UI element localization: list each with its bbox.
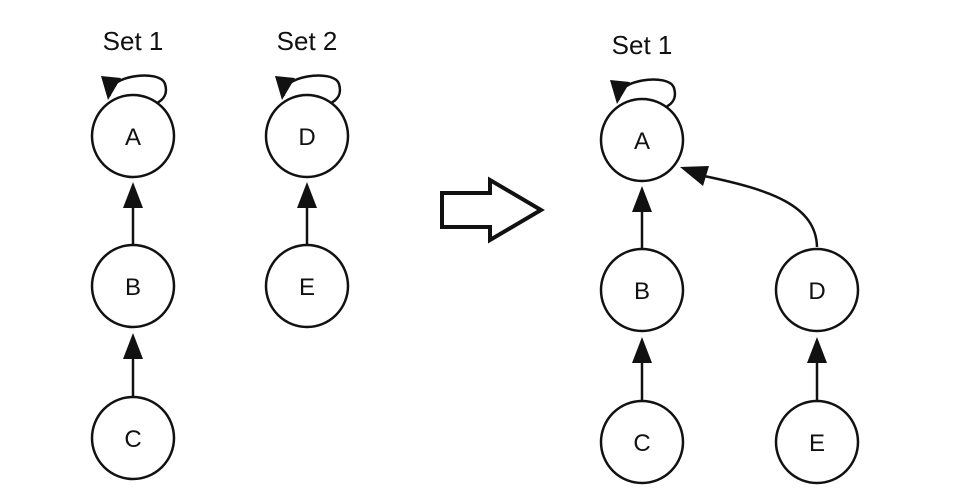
node-c: C [90, 395, 176, 481]
merged-node-d-label: D [808, 278, 825, 305]
merged-node-a-label: A [634, 128, 650, 155]
edge-b-a-merged-arrowhead [632, 186, 652, 212]
before-panel: Set 1 Set 2 A B C D [90, 26, 350, 481]
merged-node-c-label: C [633, 430, 650, 457]
self-loop-a-arrowhead [101, 76, 121, 100]
edge-d-a-merged-arrowhead [680, 166, 709, 186]
merged-set-1-label: Set 1 [612, 30, 673, 60]
node-a-label: A [125, 124, 141, 151]
merged-node-b-label: B [634, 278, 650, 305]
node-e-label: E [299, 274, 315, 301]
merged-node-c: C [599, 399, 685, 485]
right-arrow-icon [440, 176, 545, 244]
edge-b-a-arrowhead [123, 182, 143, 208]
node-d-label: D [298, 124, 315, 151]
merged-node-e-label: E [809, 430, 825, 457]
edge-c-b-arrowhead [123, 333, 143, 359]
after-panel: Set 1 A B C D E [599, 30, 860, 485]
edge-c-b-merged-arrowhead [632, 337, 652, 363]
node-b: B [90, 243, 176, 329]
set-1-label: Set 1 [103, 26, 164, 56]
set-2-label: Set 2 [277, 26, 338, 56]
node-e: E [264, 243, 350, 329]
merged-node-e: E [774, 399, 860, 485]
self-loop-a-merged-arrowhead [610, 80, 630, 104]
self-loop-d-arrowhead [275, 76, 295, 100]
node-d: D [264, 93, 350, 179]
merged-node-d: D [774, 247, 860, 333]
edge-e-d-arrowhead [297, 182, 317, 208]
node-a: A [90, 93, 176, 179]
edge-e-d-merged-arrowhead [807, 337, 827, 363]
node-c-label: C [124, 426, 141, 453]
node-b-label: B [125, 274, 141, 301]
merged-node-b: B [599, 247, 685, 333]
edge-d-a-merged [703, 174, 819, 248]
merged-node-a: A [599, 97, 685, 183]
